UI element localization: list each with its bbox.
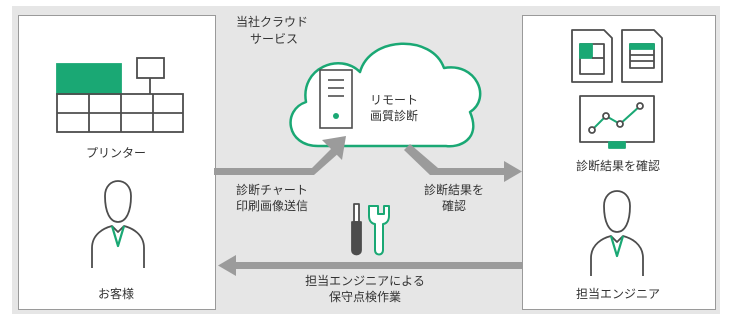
confirm-label-line2: 確認	[441, 199, 466, 213]
printer-label: プリンター	[85, 146, 146, 160]
maintenance-label-line1: 担当エンジニアによる	[305, 274, 425, 288]
customer-label: お客様	[97, 287, 134, 301]
result-label: 診断結果を確認	[575, 159, 660, 173]
document-layout-icon	[571, 29, 613, 83]
maintenance-arrow	[218, 255, 522, 276]
cloud-label-line1: 当社クラウド	[236, 15, 309, 29]
printer-icon	[56, 57, 184, 133]
document-list-icon	[621, 29, 663, 83]
confirm-label-line1: 診断結果を	[423, 183, 484, 197]
maintenance-label-line2: 保守点検作業	[328, 290, 401, 304]
tools-icon	[351, 203, 390, 256]
service-name-line1: リモート	[370, 93, 419, 107]
service-name-line2: 画質診断	[370, 109, 419, 123]
cloud-label-line2: サービス	[250, 32, 299, 46]
send-label-line2: 印刷画像送信	[235, 199, 308, 213]
server-icon	[319, 69, 353, 129]
confirm-arrow	[404, 144, 522, 182]
engineer-person-icon	[590, 190, 644, 276]
monitor-chart-icon	[579, 95, 655, 149]
send-arrow	[214, 136, 346, 175]
send-label-line1: 診断チャート	[236, 183, 308, 197]
customer-person-icon	[91, 180, 145, 268]
engineer-label: 担当エンジニア	[575, 287, 660, 301]
